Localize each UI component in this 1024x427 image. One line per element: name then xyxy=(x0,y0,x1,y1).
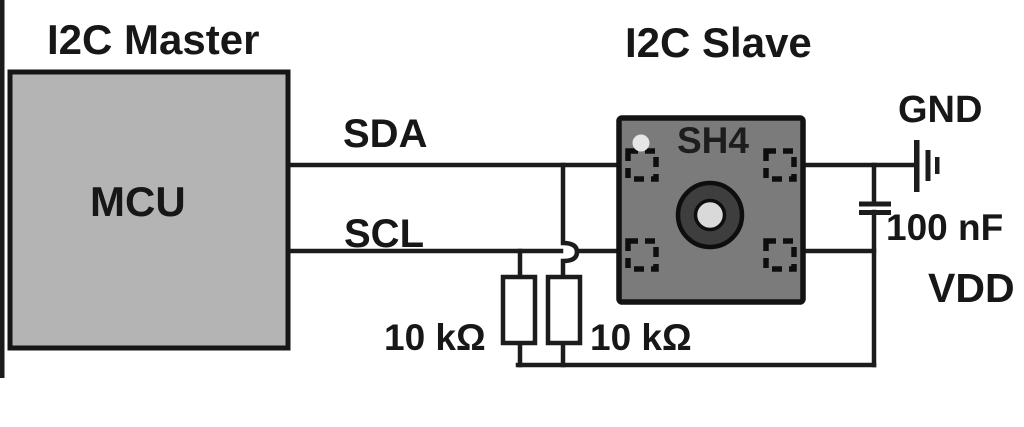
sensor-chip: SH4 xyxy=(616,115,806,305)
image-edge-line-group xyxy=(0,0,5,378)
gnd-label: GND xyxy=(898,89,982,131)
pullup-right-value: 10 kΩ xyxy=(590,317,692,358)
sda-pullup-branch-with-hop xyxy=(560,162,580,282)
mcu-box xyxy=(7,69,291,351)
chip-pad-top-right xyxy=(763,148,797,182)
capacitor-plate-bottom xyxy=(859,210,891,215)
ground-bar-long xyxy=(914,140,920,192)
ground-icon xyxy=(914,140,940,192)
mcu-label: MCU xyxy=(90,178,186,225)
slave-title: I2C Slave xyxy=(625,19,812,66)
pullup-left-value: 10 kΩ xyxy=(384,317,486,358)
ground-bar-short xyxy=(935,157,940,174)
chip-pad-bottom-right xyxy=(763,238,797,272)
capacitor-value-label: 100 nF xyxy=(886,207,1003,248)
chip-pad-bottom-left xyxy=(625,238,659,272)
chip-pad-top-left xyxy=(625,148,659,182)
pullup-resistor-sda xyxy=(545,274,583,346)
ground-bar-medium xyxy=(925,150,931,181)
vdd-label: VDD xyxy=(928,265,1015,311)
scl-label: SCL xyxy=(344,212,424,256)
left-edge-line xyxy=(0,0,5,378)
chip-label: SH4 xyxy=(677,120,749,161)
chip-pads xyxy=(625,148,797,272)
capacitor-plate-top xyxy=(859,201,891,207)
wires xyxy=(285,162,920,368)
pin1-indicator-dot xyxy=(632,134,650,152)
capacitor-icon xyxy=(859,201,891,215)
sda-label: SDA xyxy=(343,112,427,156)
master-title: I2C Master xyxy=(47,16,259,63)
chip-sensor-port-inner xyxy=(693,198,727,232)
pullup-resistor-scl xyxy=(500,274,538,346)
